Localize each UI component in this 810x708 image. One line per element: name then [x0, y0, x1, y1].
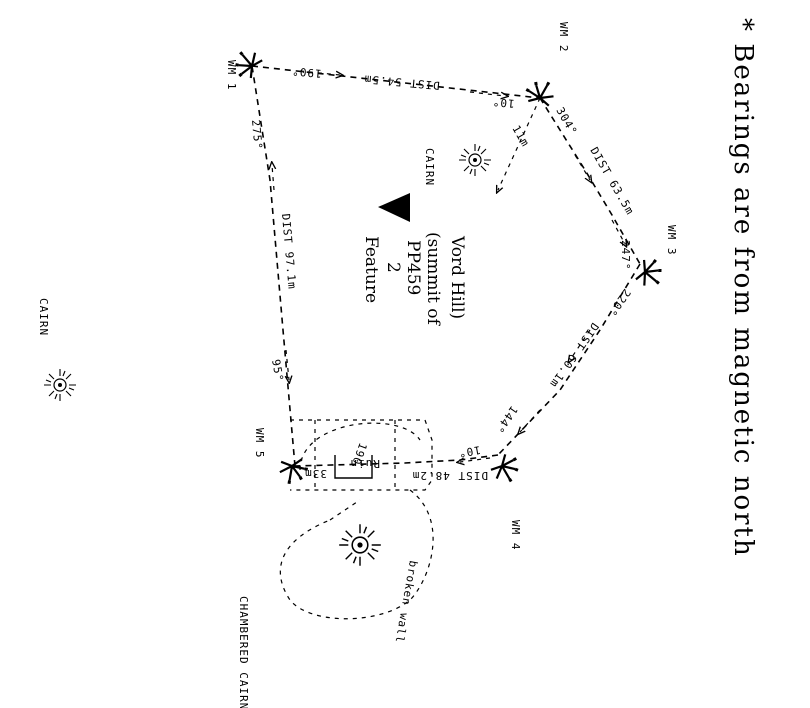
leg2-distance: DIST 63.5m: [587, 145, 636, 218]
leg3-bearing2: 220°: [605, 286, 633, 318]
wm4-label: WM 4: [509, 520, 522, 551]
leg1-bearing: 190°: [291, 64, 323, 80]
leg4-bearing: 10°: [457, 443, 482, 460]
cairn-left-label: CAIRN: [423, 148, 436, 186]
leg2-bearing2: 304°: [553, 105, 580, 138]
leg1-distance: DIST 54.5m: [363, 72, 440, 92]
wm1-label: WM 1: [225, 60, 238, 91]
wm3-marker-icon: [633, 254, 668, 292]
leg4-bearing2: 144°: [492, 403, 520, 435]
leg2-bearing: 10°: [491, 95, 515, 110]
cairn-top-icon: [43, 368, 77, 402]
feature-code: PP459: [403, 240, 423, 295]
ruin-label: Ruin: [350, 457, 381, 470]
ruin-distance: 33m: [304, 467, 327, 480]
cairn-left-icon: [458, 143, 492, 177]
broken-wall-outline: [279, 489, 434, 620]
wm5-label: WM 5: [253, 428, 266, 459]
feature-title: Feature: [361, 236, 381, 303]
leg-wm4-wm5: [294, 454, 499, 467]
leg5-bearing2: 275°: [249, 119, 265, 151]
chambered-cairn-label: CHAMBERED CAIRN: [237, 596, 250, 708]
broken-wall-label: broken wall: [392, 559, 419, 644]
leg3-distance: DIST 60.1m: [547, 320, 601, 390]
leg5-distance: DIST 97.1m: [279, 213, 299, 290]
leg4-distance: DIST 48.2m: [412, 469, 488, 482]
chambered-cairn-icon: [338, 523, 382, 567]
feature-number: 2: [383, 262, 403, 273]
leg-wm2-cairn: [498, 97, 541, 190]
ruin-oval: [299, 422, 421, 471]
leg3-bearing: 247°: [619, 240, 632, 271]
feature-summit-of: (summit of: [423, 232, 443, 326]
wm2-label: WM 2: [557, 22, 570, 53]
leg-wm5-wm1: [251, 65, 296, 467]
feature-summit-name: Vord Hill): [447, 235, 467, 319]
cairn-top-label: CAIRN: [37, 298, 50, 336]
leg-wm2-wm3: [539, 97, 641, 265]
leg5-bearing: 95°: [269, 358, 286, 383]
wm3-label: WM 3: [665, 225, 678, 256]
bearings-note: * Bearings are from magnetic north: [728, 18, 758, 558]
wm2-marker-icon: [522, 77, 558, 108]
cairn-distance: 11m: [509, 123, 532, 149]
leg-wm3-wm4: [497, 263, 641, 456]
trig-point-icon: [378, 193, 410, 222]
